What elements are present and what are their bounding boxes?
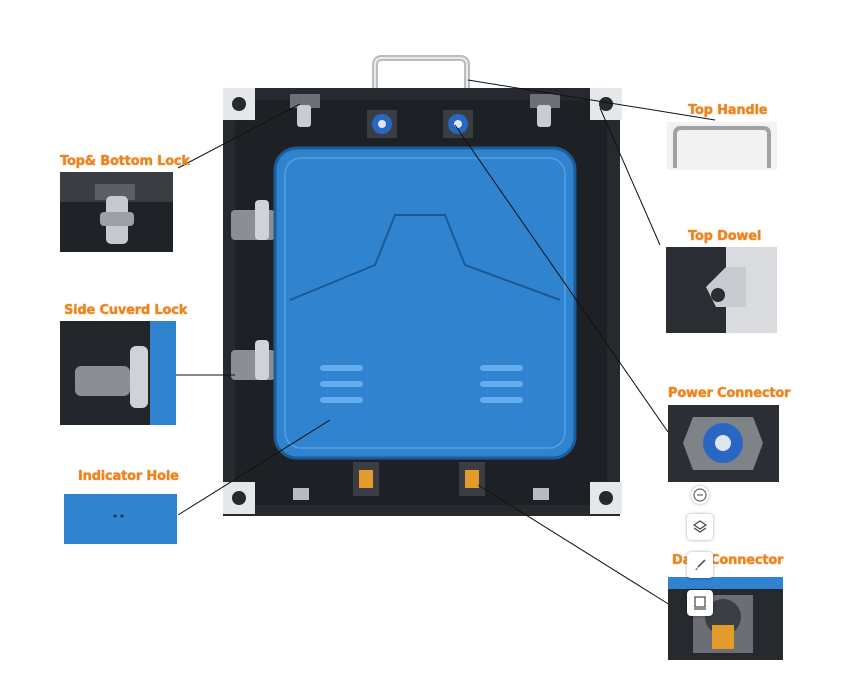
thumb-power-connector	[668, 405, 779, 482]
frame-icon	[694, 596, 706, 610]
label-top-dowel: Top Dowel	[688, 229, 762, 244]
thumb-data-connector	[668, 577, 783, 660]
label-power-connector: Power Connector	[668, 386, 791, 401]
led-cabinet-illustration	[215, 50, 625, 520]
zoom-out-button[interactable]	[691, 486, 709, 504]
label-top-bottom-lock: Top& Bottom Lock	[60, 154, 190, 169]
thumb-top-dowel	[666, 247, 777, 333]
layers-button[interactable]	[687, 514, 713, 540]
label-top-handle: Top Handle	[688, 103, 768, 118]
thumb-top-handle	[667, 122, 777, 170]
thumb-side-lock	[60, 321, 176, 425]
paintbrush-icon	[695, 559, 706, 570]
label-side-lock: Side Cuverd Lock	[64, 303, 188, 318]
frame-button[interactable]	[687, 590, 713, 616]
minus-circle-icon	[693, 488, 707, 502]
brush-button[interactable]	[687, 552, 713, 578]
thumb-top-bottom-lock	[60, 172, 173, 252]
thumb-indicator-hole	[64, 494, 177, 544]
layers-icon	[692, 520, 708, 533]
label-indicator-hole: Indicator Hole	[78, 469, 179, 484]
